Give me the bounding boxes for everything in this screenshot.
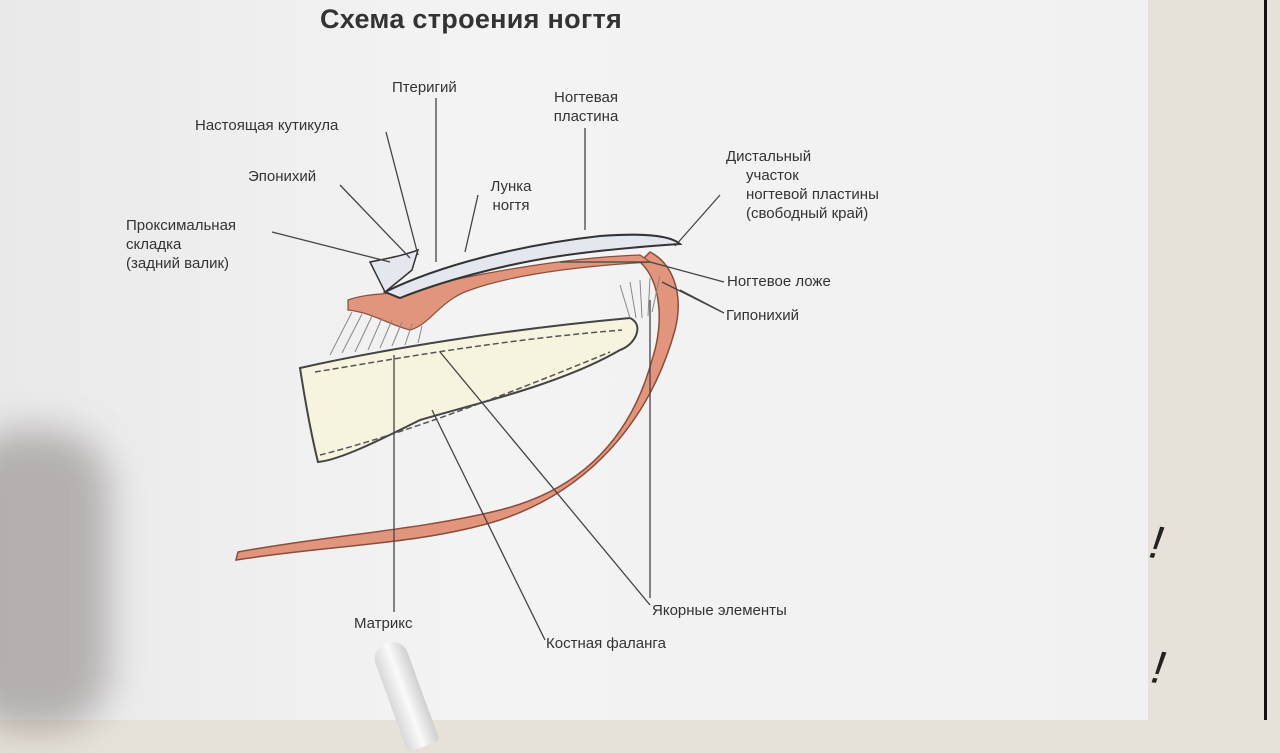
label-nail-bed: Ногтевое ложе [727, 273, 831, 290]
label-true-cuticle: Настоящая кутикула [195, 117, 339, 134]
label-line: Дистальный [726, 148, 812, 165]
label-line: (свободный край) [746, 205, 869, 222]
label-nail-plate: Ногтевая пластина [538, 88, 634, 126]
nail-diagram [234, 98, 725, 641]
label-line: участок [746, 167, 799, 184]
label-eponychium: Эпонихий [248, 168, 317, 185]
label-line: ногтя [492, 197, 530, 214]
bone-phalanx [298, 316, 639, 464]
hand-shadow [0, 430, 110, 730]
label-line: пластина [553, 108, 619, 125]
label-distal-free-edge: Дистальный участок ногтевой пластины (св… [726, 147, 879, 223]
label-matrix: Матрикс [354, 615, 413, 632]
label-proximal-fold: Проксимальная складка (задний валик) [126, 216, 236, 273]
label-line: ногтевой пластины [746, 186, 879, 203]
label-pterygium: Птеригий [392, 79, 457, 96]
label-line: Проксимальная [126, 217, 237, 234]
label-lunula: Лунка ногтя [476, 177, 546, 215]
label-line: (задний валик) [126, 255, 230, 272]
diagram-title: Схема строения ногтя [320, 4, 623, 34]
label-line: Лунка [490, 178, 532, 195]
label-line: складка [126, 236, 182, 253]
label-anchor-elements: Якорные элементы [652, 602, 787, 619]
label-line: Ногтевая [554, 89, 618, 106]
label-hyponychium: Гипонихий [726, 307, 800, 324]
nail-plate [382, 233, 683, 300]
label-bone-phalanx: Костная фаланга [546, 635, 666, 652]
notebook-margin-line [1264, 0, 1267, 720]
